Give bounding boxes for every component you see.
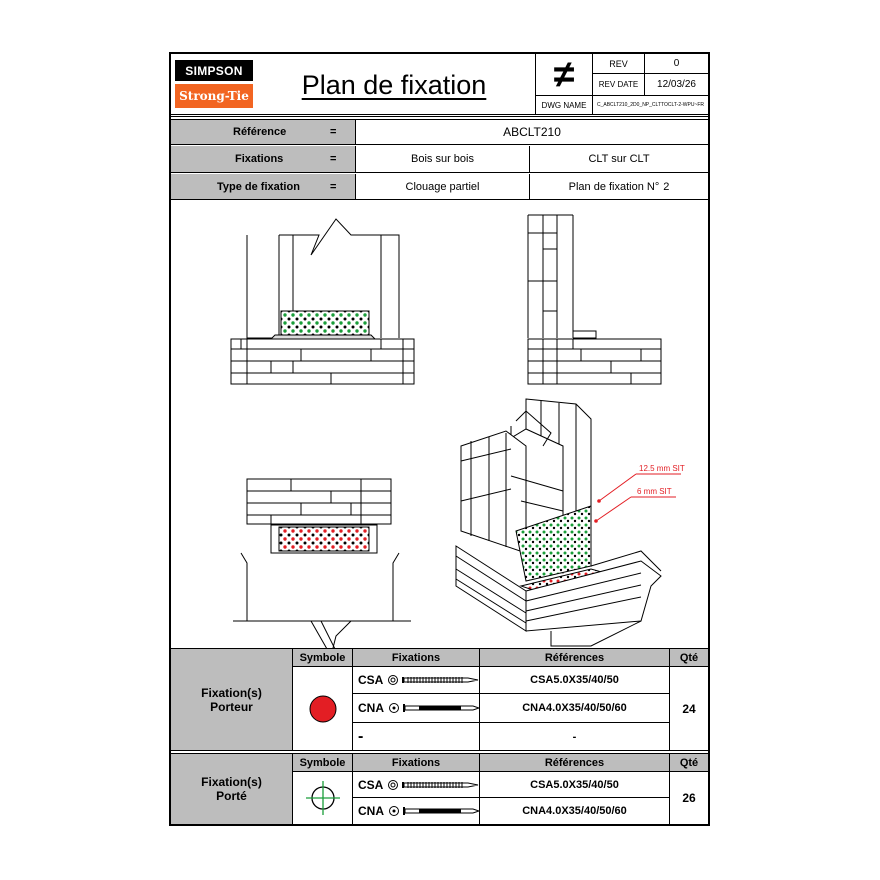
- equals-sign: =: [330, 153, 337, 165]
- table-separator: [171, 750, 708, 754]
- reference-label-cell: Référence =: [171, 119, 355, 145]
- t1-qty: 24: [682, 701, 696, 716]
- porte-label-line1: Fixation(s): [201, 775, 262, 789]
- red-circle-icon: [309, 695, 336, 722]
- type-left-value: Clouage partiel: [355, 174, 529, 200]
- rev-label: REV: [592, 54, 644, 74]
- annotation-12-5mm: 12.5 mm SIT: [639, 464, 685, 473]
- t2-row2-reference: CNA4.0X35/40/50/60: [480, 798, 670, 824]
- drawing-sheet: SIMPSON Strong-Tie Plan de fixation ≠ DW…: [169, 52, 710, 826]
- technical-drawing: 12.5 mm SIT 6 mm SIT: [230, 214, 685, 648]
- side-view: [527, 214, 662, 385]
- fixation-code: CSA: [358, 777, 384, 792]
- t1-row2-fixation: CNA: [353, 694, 480, 723]
- t1-row3-fixation: -: [353, 723, 480, 750]
- not-equal-icon: ≠: [535, 54, 592, 96]
- t2-col-symbol: Symbole: [293, 754, 353, 772]
- screw-icon: [388, 675, 479, 685]
- green-crosshair-icon: [305, 781, 340, 815]
- t1-col-fixations: Fixations: [353, 649, 480, 667]
- t1-col-references: Références: [480, 649, 670, 667]
- reference-label: Référence: [233, 126, 287, 138]
- isometric-view: [455, 398, 662, 647]
- type-right-number: 2: [663, 180, 670, 193]
- nail-icon: [389, 806, 479, 816]
- fixations-label: Fixations: [235, 153, 284, 165]
- porteur-symbol-cell: [293, 667, 353, 750]
- rev-date-label: REV DATE: [592, 74, 644, 96]
- nail-icon: [389, 703, 479, 713]
- equals-sign: =: [330, 180, 337, 193]
- front-view: [230, 218, 415, 385]
- t2-col-references: Références: [480, 754, 670, 772]
- t2-row2-fixation: CNA: [353, 798, 480, 824]
- t1-col-qty: Qté: [670, 649, 708, 667]
- rev-value: 0: [644, 54, 708, 74]
- t2-row1-reference: CSA5.0X35/40/50: [480, 772, 670, 798]
- rev-date-value: 12/03/26: [644, 74, 708, 96]
- page-title: Plan de fixation: [301, 69, 487, 100]
- fixation-code: CSA: [358, 673, 384, 687]
- porte-group-cell: Fixation(s) Porté: [171, 754, 293, 824]
- t1-row3-reference: -: [480, 723, 670, 750]
- t1-row1-fixation: CSA: [353, 667, 480, 694]
- t2-col-fixations: Fixations: [353, 754, 480, 772]
- dwg-name-value: C_ABCLT210_2D0_NP_CLTTOCLT-2-WPU~FR: [592, 96, 708, 114]
- fixations-label-cell: Fixations =: [171, 146, 355, 173]
- porteur-label-line2: Porteur: [210, 699, 253, 714]
- type-right-value-cell: Plan de fixation N° 2: [529, 174, 708, 200]
- t1-row1-reference: CSA5.0X35/40/50: [480, 667, 670, 694]
- fixation-code: CNA: [358, 701, 384, 715]
- reference-value: ABCLT210: [355, 119, 708, 145]
- t1-col-symbol: Symbole: [293, 649, 353, 667]
- porteur-group-cell: Fixation(s) Porteur: [171, 649, 293, 750]
- fixation-code: CNA: [358, 804, 384, 818]
- porte-symbol-cell: [293, 772, 353, 824]
- t2-row1-fixation: CSA: [353, 772, 480, 798]
- t1-row2-reference: CNA4.0X35/40/50/60: [480, 694, 670, 723]
- type-right-value: Plan de fixation N°: [568, 180, 660, 193]
- simpson-logo: SIMPSON: [175, 60, 253, 81]
- fixations-right-value: CLT sur CLT: [529, 146, 708, 173]
- type-label: Type de fixation: [217, 180, 300, 193]
- dwg-name-label: DWG NAME: [535, 96, 592, 114]
- fixations-left-value: Bois sur bois: [355, 146, 529, 173]
- strong-tie-logo: Strong-Tie: [175, 84, 253, 108]
- equals-sign: =: [330, 126, 337, 138]
- plan-view: [233, 478, 411, 648]
- type-label-cell: Type de fixation =: [171, 174, 355, 200]
- t2-col-qty: Qté: [670, 754, 708, 772]
- t2-qty: 26: [682, 791, 696, 805]
- porteur-label-line1: Fixation(s): [201, 685, 262, 700]
- header-divider: [171, 114, 708, 117]
- porte-label-line2: Porté: [216, 789, 247, 803]
- annotation-6mm: 6 mm SIT: [637, 487, 672, 496]
- screw-icon: [388, 779, 479, 790]
